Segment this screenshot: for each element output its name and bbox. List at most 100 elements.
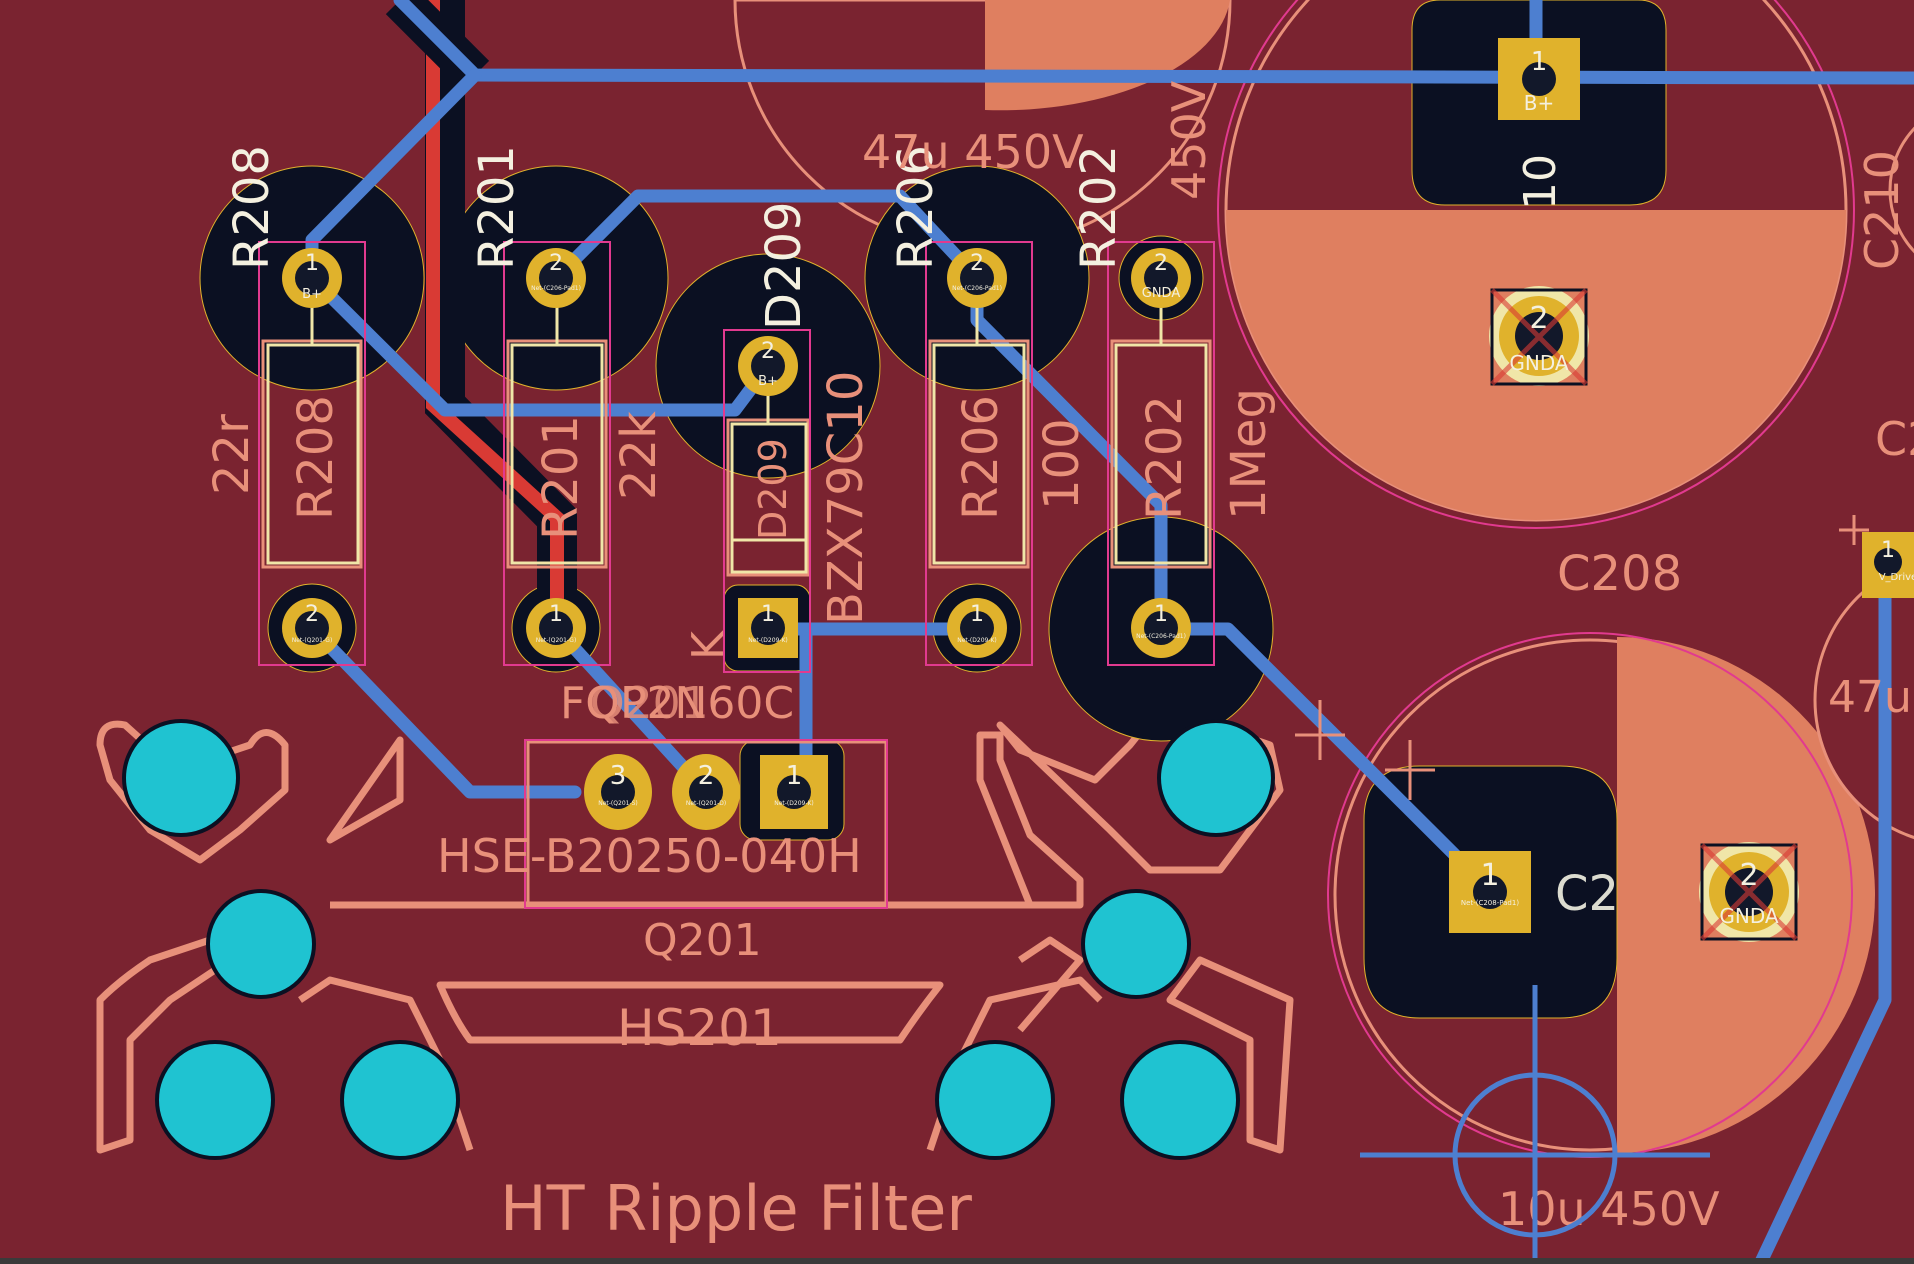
ref-r201: R201 <box>469 145 525 270</box>
pad-r206-2[interactable] <box>947 248 1007 308</box>
footprint-q201: HSE-B20250-040H <box>437 829 862 883</box>
cap-top-polarity-fill <box>985 0 1230 111</box>
pad-r201-1[interactable] <box>526 598 586 658</box>
svg-text:B+: B+ <box>1524 91 1554 115</box>
cap-top-partial[interactable] <box>733 0 1232 249</box>
pads[interactable] <box>282 38 1914 942</box>
fab-light-labels: 10 C2 <box>1515 154 1619 922</box>
ref-c208: C208 <box>1557 546 1682 602</box>
pad-d209-2[interactable] <box>738 336 798 396</box>
heatsink-mount-holes <box>122 719 1275 1160</box>
ref-r208: R208 <box>224 145 280 270</box>
svg-text:GNDA: GNDA <box>1719 904 1779 928</box>
svg-text:R202: R202 <box>1137 395 1193 520</box>
polarity-markers <box>1295 515 1869 800</box>
pad-q201-1[interactable] <box>760 755 828 829</box>
ref-q201: Q201 <box>643 915 762 966</box>
value-right-cap: 47u <box>1828 672 1912 723</box>
svg-text:Net-(C206-Pad1): Net-(C206-Pad1) <box>1136 633 1186 640</box>
svg-text:Net-(C206-Pad1): Net-(C206-Pad1) <box>531 285 581 292</box>
pad-c208-1[interactable] <box>1449 851 1531 933</box>
ref-r202: R202 <box>1071 145 1127 270</box>
svg-text:Net-(D209-K): Net-(D209-K) <box>957 637 997 644</box>
cap-c210-courtyard <box>1217 0 1855 529</box>
svg-text:1: 1 <box>761 602 775 627</box>
svg-text:Net-(Q201-S): Net-(Q201-S) <box>598 800 638 807</box>
pad-r208-1[interactable] <box>282 248 342 308</box>
reference-labels: R208 R201 D209 R206 R202 <box>224 145 1127 330</box>
svg-text:R201: R201 <box>533 415 589 540</box>
pad-r202-1[interactable] <box>1131 598 1191 658</box>
svg-text:B+: B+ <box>758 374 778 389</box>
svg-text:B+: B+ <box>302 287 322 302</box>
cathode-marker: K <box>683 630 734 660</box>
svg-text:1: 1 <box>549 602 563 627</box>
pad-r201-2[interactable] <box>526 248 586 308</box>
ref-r206: R206 <box>888 145 944 270</box>
fab-and-value-labels: R208 R201 D209 R206 R202 22r 22k BZX79C1… <box>204 80 1914 1245</box>
ghost-c210: C210 <box>1855 150 1909 270</box>
svg-text:2: 2 <box>970 251 984 276</box>
svg-text:2: 2 <box>761 339 775 364</box>
svg-text:2: 2 <box>549 251 563 276</box>
value-q201: FQP2N60C <box>560 678 794 729</box>
ref-q201-overlap: Q201 <box>590 678 709 729</box>
pad-c208-2[interactable] <box>1699 842 1799 942</box>
svg-text:R208: R208 <box>288 395 344 520</box>
svg-text:Net-(Q201-D): Net-(Q201-D) <box>686 800 726 807</box>
pad-q201-2[interactable] <box>672 754 740 830</box>
svg-text:Net-(D209-K): Net-(D209-K) <box>774 800 814 807</box>
svg-text:R206: R206 <box>953 395 1009 520</box>
ref-d209: D209 <box>756 201 812 330</box>
pad-q201-3[interactable] <box>584 754 652 830</box>
copper-zones <box>199 0 1667 1019</box>
origin-crosshair <box>1360 985 1710 1264</box>
value-d209: BZX79C10 <box>818 371 874 625</box>
svg-text:D209: D209 <box>751 438 795 540</box>
svg-text:1: 1 <box>786 761 803 791</box>
board-edge-bottom <box>0 1258 1914 1264</box>
pad-labels: 1 B+ 2 Net-(Q201-G) 2 Net-(C206-Pad1) 1 … <box>292 47 1914 928</box>
svg-text:Net-(D209-K): Net-(D209-K) <box>748 637 788 644</box>
ref-right-cap: C2 <box>1875 412 1914 466</box>
pad-d209-1[interactable] <box>738 598 798 658</box>
svg-text:GNDA: GNDA <box>1142 286 1181 301</box>
svg-text:Net-(C206-Pad1): Net-(C206-Pad1) <box>952 285 1002 292</box>
value-c210: 10 <box>1515 154 1566 210</box>
svg-text:V_Driver: V_Driver <box>1879 572 1914 583</box>
svg-text:1: 1 <box>1154 602 1168 627</box>
pad-r208-2[interactable] <box>282 598 342 658</box>
fab-layer <box>266 300 1208 574</box>
board-title: HT Ripple Filter <box>500 1172 972 1245</box>
ref-hs201: HS201 <box>617 999 782 1057</box>
svg-text:1: 1 <box>1480 858 1499 893</box>
svg-text:1: 1 <box>1881 538 1895 563</box>
svg-text:1: 1 <box>970 602 984 627</box>
pad-r206-1[interactable] <box>947 598 1007 658</box>
svg-text:2: 2 <box>698 761 715 791</box>
svg-text:1: 1 <box>1531 47 1548 77</box>
fab-ref-c208: C2 <box>1555 866 1619 922</box>
svg-text:Net-(Q201-G): Net-(Q201-G) <box>292 637 333 644</box>
svg-text:2: 2 <box>1739 858 1758 893</box>
value-r208: 22r <box>204 414 260 495</box>
value-r206: 100 <box>1034 418 1090 510</box>
svg-text:GNDA: GNDA <box>1509 351 1569 375</box>
svg-text:3: 3 <box>610 761 627 791</box>
ghost-value-top: 47u 450V <box>862 125 1084 179</box>
svg-text:Net-(Q201-G): Net-(Q201-G) <box>536 637 577 644</box>
value-r202: 1Meg <box>1221 388 1277 520</box>
svg-text:Net-(C208-Pad1): Net-(C208-Pad1) <box>1461 899 1519 907</box>
pad-right-cap-1[interactable] <box>1862 532 1914 598</box>
svg-text:2: 2 <box>1529 301 1548 336</box>
pad-c210-2[interactable] <box>1489 286 1589 386</box>
courtyards <box>258 241 1215 909</box>
pad-r202-2[interactable] <box>1131 248 1191 308</box>
svg-text:2: 2 <box>305 602 319 627</box>
svg-text:1: 1 <box>305 251 319 276</box>
pad-c210-1[interactable] <box>1498 38 1580 120</box>
ghost-450v: 450V <box>1162 80 1216 200</box>
value-r201: 22k <box>611 411 667 500</box>
svg-text:2: 2 <box>1154 251 1168 276</box>
